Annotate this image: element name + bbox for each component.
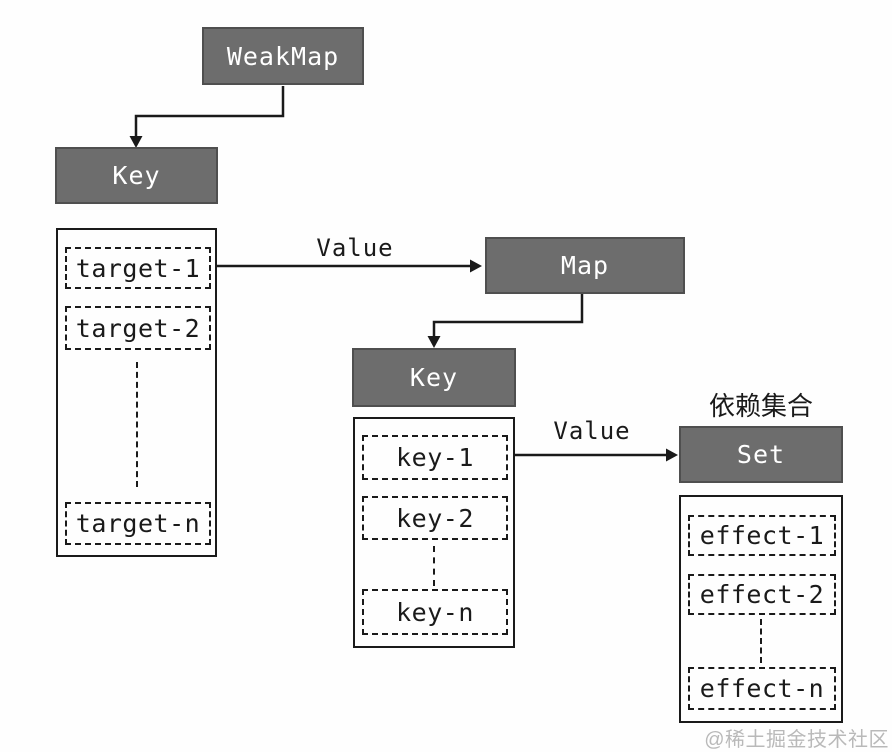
arrow-target1-to-map-head	[470, 259, 482, 273]
key-n-item: key-n	[362, 589, 508, 635]
key-2-item: key-2	[362, 496, 508, 540]
effect-1-item: effect-1	[688, 515, 836, 556]
arrow-map-to-key-line	[432, 294, 584, 337]
node-key-outer: Key	[55, 147, 218, 204]
arrow-map-to-key-head	[427, 336, 441, 348]
target-1-item: target-1	[65, 247, 211, 289]
dependency-set-label: 依赖集合	[708, 391, 813, 421]
keys-container: key-1 key-2 key-n	[353, 417, 515, 648]
node-set: Set	[679, 426, 843, 483]
watermark-text: @稀土掘金技术社区	[704, 729, 889, 751]
node-key-inner: Key	[352, 348, 516, 407]
targets-container: target-1 target-2 target-n	[56, 228, 217, 557]
targets-ellipsis-line	[135, 362, 138, 487]
arrow-key1-to-set-head	[666, 448, 678, 462]
target-n-item: target-n	[65, 502, 211, 545]
target-2-item: target-2	[65, 306, 211, 350]
effect-2-item: effect-2	[688, 574, 836, 615]
node-map: Map	[485, 237, 685, 294]
value-edge-label-2: Value	[553, 417, 631, 445]
effects-ellipsis-line	[760, 619, 762, 663]
effect-n-item: effect-n	[688, 667, 836, 710]
key-1-item: key-1	[362, 435, 508, 480]
node-weakmap: WeakMap	[202, 27, 364, 85]
arrow-weakmap-to-key-line	[134, 86, 285, 137]
effects-container: effect-1 effect-2 effect-n	[679, 495, 843, 723]
value-edge-label-1: Value	[316, 234, 394, 262]
keys-ellipsis-line	[433, 546, 435, 586]
